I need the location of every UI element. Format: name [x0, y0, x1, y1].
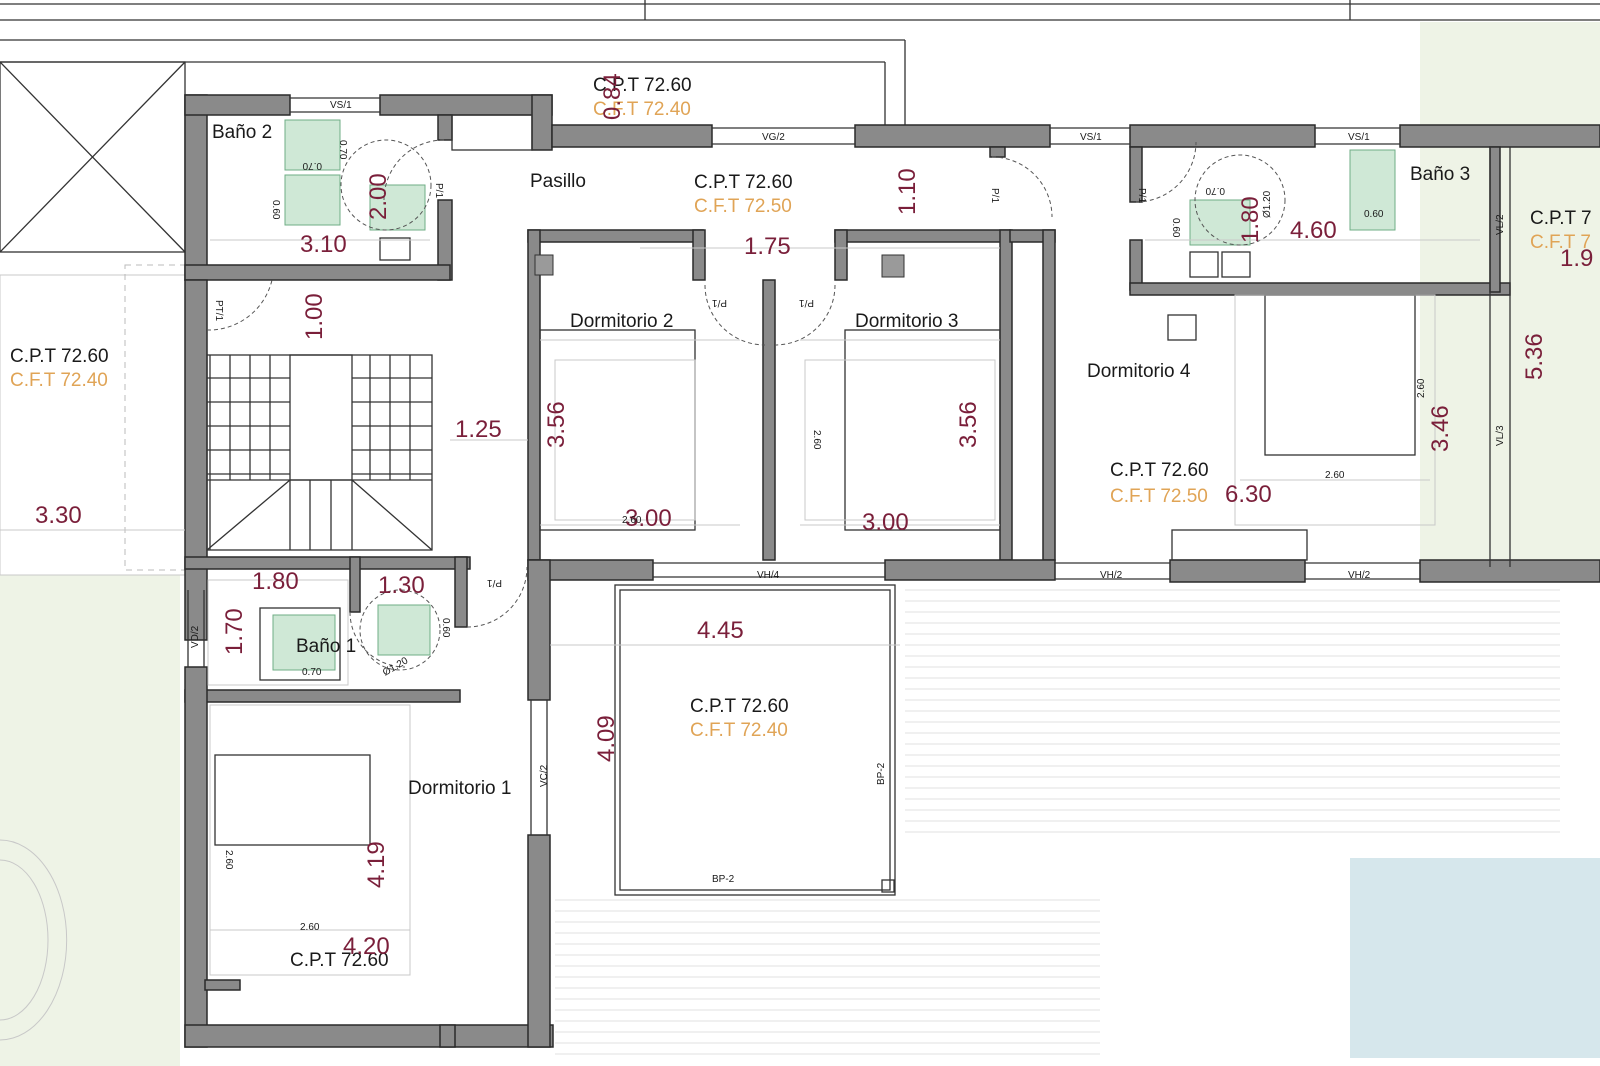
- level-cft-dormitorio-4: C.F.T 72.50: [1110, 486, 1208, 507]
- size-0-70-b: 0.70: [302, 160, 322, 171]
- dim-3-56-dorm-3: 3.56: [955, 401, 982, 448]
- dim-3-00-dorm-3: 3.00: [862, 509, 909, 536]
- size-0-60-b: 0.60: [1170, 218, 1181, 238]
- room-label-dormitorio-1: Dormitorio 1: [408, 778, 511, 799]
- dim-1-00: 1.00: [301, 293, 328, 340]
- size-0-70-a: 0.70: [337, 140, 348, 160]
- tag-vh2-right: VH/2: [1348, 570, 1371, 581]
- bathroom-fixtures: [207, 119, 1396, 686]
- tag-vh2-left: VH/2: [1100, 570, 1123, 581]
- tag-pt1: PT/1: [213, 300, 224, 322]
- tag-p1-dormitorio-4: P/1: [989, 188, 1000, 203]
- terrace-decking: [555, 589, 1560, 1055]
- dim-3-00-dorm-2: 3.00: [625, 505, 672, 532]
- element-tags: VS/1 VG/2 VS/1 VS/1 VH/4 VH/2 VH/2 VD/2 …: [190, 100, 1506, 933]
- tag-p1-bano-3: P/1: [1136, 188, 1147, 203]
- dim-6-30: 6.30: [1225, 481, 1272, 508]
- level-cft-top: C.F.T 72.40: [593, 99, 691, 120]
- tag-p1-dormitorio-3: P/1: [799, 297, 814, 308]
- size-0-70-d: 0.70: [302, 667, 322, 678]
- garden-left: [0, 575, 180, 1066]
- dim-1-25: 1.25: [455, 416, 502, 443]
- level-cpt-terrace: C.P.T 72.60: [690, 696, 789, 717]
- size-1-20-bano-3: Ø1.20: [1262, 190, 1273, 218]
- size-2-60-dorm-3: 2.60: [811, 430, 822, 450]
- level-cpt-left: C.P.T 72.60: [10, 346, 109, 367]
- level-cft-right: C.F.T 7: [1530, 232, 1591, 253]
- dim-4-45: 4.45: [697, 617, 744, 644]
- tag-vh4: VH/4: [757, 570, 780, 581]
- dim-4-20: 4.20: [343, 933, 390, 960]
- size-2-60-dorm-4: 2.60: [1416, 378, 1427, 398]
- tag-p1-bano-2: P/1: [433, 183, 444, 198]
- room-label-pasillo: Pasillo: [530, 171, 586, 192]
- level-cft-terrace: C.F.T 72.40: [690, 720, 788, 741]
- room-label-bano-2: Baño 2: [212, 122, 272, 143]
- size-2-60-bed-1: 2.60: [300, 922, 320, 933]
- dimension-labels: 0.84 3.10 2.00 1.10 1.75 1.80 4.60 1.9 1…: [35, 73, 1593, 960]
- dim-3-30: 3.30: [35, 502, 82, 529]
- tag-p1-stair: P/1: [487, 577, 502, 588]
- size-2-60-bed-2: 2.60: [622, 515, 642, 526]
- dim-1-30: 1.30: [378, 572, 425, 599]
- dimension-lines: [0, 239, 1480, 931]
- size-2-60-dorm-1: 2.60: [223, 850, 234, 870]
- dim-1-80-bano-1: 1.80: [252, 568, 299, 595]
- dim-0-84: 0.84: [599, 73, 626, 120]
- level-cpt-top: C.P.T 72.60: [593, 75, 692, 96]
- dim-3-10: 3.10: [300, 231, 347, 258]
- room-label-dormitorio-3: Dormitorio 3: [855, 311, 958, 332]
- room-label-dormitorio-4: Dormitorio 4: [1087, 361, 1191, 382]
- tag-p1-dormitorio-2: P/1: [712, 297, 727, 308]
- dim-1-70: 1.70: [221, 608, 248, 655]
- dim-1-93: 1.9: [1560, 245, 1593, 272]
- tag-vg2: VG/2: [762, 132, 785, 143]
- staircase: [206, 354, 433, 551]
- dim-2-00: 2.00: [365, 173, 392, 220]
- room-label-bano-1: Baño 1: [296, 636, 356, 657]
- room-labels: Baño 2 Pasillo Baño 3 Dormitorio 2 Dormi…: [212, 122, 1470, 799]
- level-cpt-dormitorio-4: C.P.T 72.60: [1110, 460, 1209, 481]
- dim-1-10: 1.10: [894, 168, 921, 215]
- size-0-60-c: 0.60: [1364, 209, 1384, 220]
- elevation-labels: C.P.T 72.60 C.F.T 72.40 C.P.T 72.60 C.F.…: [10, 75, 1592, 971]
- tag-vc2: VC/2: [539, 764, 550, 787]
- tag-vl2: VL/2: [1495, 214, 1506, 235]
- window-lines: [187, 97, 1511, 835]
- tag-vl3: VL/3: [1495, 425, 1506, 446]
- room-label-dormitorio-2: Dormitorio 2: [570, 311, 673, 332]
- dim-5-36: 5.36: [1521, 333, 1548, 380]
- dim-4-09: 4.09: [593, 715, 620, 762]
- tag-vs1-bano-2: VS/1: [330, 100, 352, 111]
- beds: [209, 294, 1436, 976]
- garden-arc: [0, 839, 68, 1041]
- level-cft-left: C.F.T 72.40: [10, 370, 108, 391]
- size-2-60-bed-4: 2.60: [1325, 470, 1345, 481]
- dim-1-75: 1.75: [744, 233, 791, 260]
- level-cft-pasillo: C.F.T 72.50: [694, 196, 792, 217]
- dim-3-56-dorm-2: 3.56: [543, 401, 570, 448]
- tag-vs1-bano-3: VS/1: [1348, 132, 1370, 143]
- level-cpt-pasillo: C.P.T 72.60: [694, 172, 793, 193]
- size-0-70-c: 0.70: [1205, 185, 1225, 196]
- walls: [184, 94, 1600, 1048]
- tag-vd2: VD/2: [190, 625, 201, 648]
- dim-4-19: 4.19: [363, 841, 390, 888]
- room-label-bano-3: Baño 3: [1410, 164, 1470, 185]
- door-swings: [206, 139, 1286, 671]
- tag-vs1-pasillo: VS/1: [1080, 132, 1102, 143]
- dim-3-46: 3.46: [1427, 405, 1454, 452]
- pool: [1350, 858, 1600, 1058]
- size-0-60-a: 0.60: [270, 200, 281, 220]
- tag-bp2-vertical: BP-2: [876, 762, 887, 785]
- size-0-60-d: 0.60: [440, 618, 451, 638]
- dim-4-60: 4.60: [1290, 217, 1337, 244]
- tag-bp2-horizontal: BP-2: [712, 874, 735, 885]
- level-cpt-right: C.P.T 7: [1530, 208, 1592, 229]
- dim-1-80-bano-3: 1.80: [1237, 196, 1264, 243]
- level-cpt-dormitorio-1: C.P.T 72.60: [290, 950, 389, 971]
